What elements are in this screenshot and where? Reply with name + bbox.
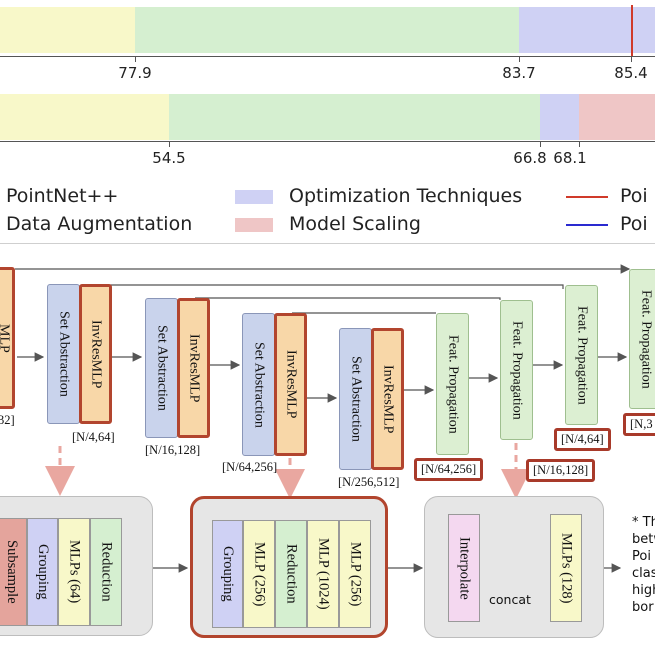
mlp-block: MLP xyxy=(0,267,15,409)
tick-mark xyxy=(519,56,520,62)
legend-label-red: Poi xyxy=(620,185,648,207)
grouping-block: Grouping xyxy=(212,520,243,628)
bar-1-tick-label: 85.4 xyxy=(614,64,648,82)
feat-propagation-block: Feat. Propagation xyxy=(436,313,469,455)
set-abstraction-block-label: Set Abstraction xyxy=(154,325,170,411)
bar-1-tick-label: 83.7 xyxy=(502,64,536,82)
feat-propagation-block-label: Feat. Propagation xyxy=(638,289,654,389)
mlp-1024-block: MLP (1024) xyxy=(307,520,339,628)
legend-label-scaling: Model Scaling xyxy=(289,213,421,235)
feat-propagation-block: Feat. Propagation xyxy=(500,300,533,440)
dim-label: [N/64,256] xyxy=(222,460,278,474)
invresmlp-block-label: InvResMLP xyxy=(88,319,104,389)
set-abstraction-block-label: Set Abstraction xyxy=(251,341,267,428)
invresmlp-block: InvResMLP xyxy=(79,284,112,424)
bar-2-augmentation-segment xyxy=(169,94,540,140)
note-line: high xyxy=(632,583,655,598)
dim-label-boxed: [N/64,256] xyxy=(414,458,484,481)
legend-label-blue: Poi xyxy=(620,213,648,235)
bar-1-augmentation-segment xyxy=(135,7,519,53)
grouping-block: Grouping xyxy=(27,518,58,626)
mlps-128-block: MLPs (128) xyxy=(550,514,582,622)
set-abstraction-block: Set Abstraction xyxy=(339,328,372,470)
legend-swatch-scaling xyxy=(235,218,273,232)
reduction-block: Reduction xyxy=(90,518,122,626)
mlp-256-block: MLP (256) xyxy=(339,520,371,628)
grouping-block-label: Grouping xyxy=(35,544,51,600)
note-line: betw xyxy=(632,532,655,547)
bar-2-pointnet-segment xyxy=(0,94,169,140)
feat-propagation-block-label: Feat. Propagation xyxy=(445,334,461,434)
feat-propagation-block-label: Feat. Propagation xyxy=(509,320,525,420)
dim-label: [N/4,64] xyxy=(72,430,115,444)
dim-label: 32] xyxy=(0,413,15,427)
legend-line-red xyxy=(566,196,608,198)
note-line: Poi xyxy=(632,549,651,564)
bar-1-target-line xyxy=(631,5,633,57)
dim-label: [N/16,128] xyxy=(145,443,201,457)
note-line: clas xyxy=(632,566,655,581)
note-line: bor xyxy=(632,600,654,615)
tick-mark xyxy=(631,56,632,62)
subsample-block: Subsample xyxy=(0,518,27,626)
invresmlp-block: InvResMLP xyxy=(274,313,307,456)
legend-label-optimization: Optimization Techniques xyxy=(289,185,523,207)
set-abstraction-block: Set Abstraction xyxy=(47,284,80,424)
feat-propagation-block: Feat. Propagation xyxy=(629,269,655,409)
tick-mark xyxy=(135,56,136,62)
feat-propagation-block-label: Feat. Propagation xyxy=(574,305,590,405)
dim-label-boxed: [N/16,128] xyxy=(526,459,596,482)
grouping-block-label: Grouping xyxy=(220,546,236,602)
legend-swatch-optimization xyxy=(235,190,273,204)
legend-label-augmentation: Data Augmentation xyxy=(6,213,193,235)
invresmlp-block: InvResMLP xyxy=(177,298,210,438)
mlps-64-block: MLPs (64) xyxy=(58,518,90,626)
invresmlp-block: InvResMLP xyxy=(371,328,404,470)
bar-1-tick-label: 77.9 xyxy=(118,64,152,82)
mlp-1024-block-label: MLP (1024) xyxy=(315,538,332,610)
subsample-block-label: Subsample xyxy=(4,540,20,604)
invresmlp-block-label: InvResMLP xyxy=(186,333,202,403)
set-abstraction-block: Set Abstraction xyxy=(242,313,275,456)
mlp-block-label: MLP xyxy=(0,323,12,353)
set-abstraction-block: Set Abstraction xyxy=(145,298,178,438)
mlp-256-block: MLP (256) xyxy=(243,520,275,628)
bar-1-pointnet-segment xyxy=(0,7,135,53)
set-abstraction-block-label: Set Abstraction xyxy=(348,356,364,442)
reduction-block-label: Reduction xyxy=(283,544,300,604)
mlps-128-block-label: MLPs (128) xyxy=(558,532,575,604)
dim-label-boxed: [N/4,64] xyxy=(554,428,611,451)
bar-1-axis xyxy=(0,56,655,57)
legend-label-pointnet: PointNet++ xyxy=(6,185,119,207)
reduction-block-label: Reduction xyxy=(98,542,115,602)
invresmlp-block-label: InvResMLP xyxy=(380,364,396,434)
dim-label: [N/256,512] xyxy=(338,475,400,489)
bar-2-scaling-segment xyxy=(579,94,655,140)
mlp-256-block-label: MLP (256) xyxy=(251,541,268,607)
mlp-256-block-label: MLP (256) xyxy=(347,541,364,607)
bar-2-axis xyxy=(0,141,655,142)
feat-propagation-block: Feat. Propagation xyxy=(565,285,598,425)
interpolate-block-label: Interpolate xyxy=(456,536,473,600)
interpolate-block: Interpolate xyxy=(448,514,480,622)
set-abstraction-block-label: Set Abstraction xyxy=(56,311,72,397)
bar-2-tick-label: 54.5 xyxy=(152,149,186,167)
bar-2-tick-label: 66.8 xyxy=(513,149,547,167)
legend-line-blue xyxy=(566,224,608,226)
dim-label-boxed: [N,3 xyxy=(623,413,655,436)
invresmlp-block-label: InvResMLP xyxy=(283,350,299,419)
mlps-64-block-label: MLPs (64) xyxy=(66,540,83,604)
concat-label: concat xyxy=(489,592,531,607)
reduction-block: Reduction xyxy=(275,520,307,628)
tick-mark xyxy=(169,141,170,147)
tick-mark xyxy=(579,141,580,147)
note-line: * Th xyxy=(632,515,655,530)
legend-divider xyxy=(0,243,655,244)
bar-2-tick-label: 68.1 xyxy=(553,149,587,167)
tick-mark xyxy=(540,141,541,147)
bar-2-optimization-segment xyxy=(540,94,579,140)
